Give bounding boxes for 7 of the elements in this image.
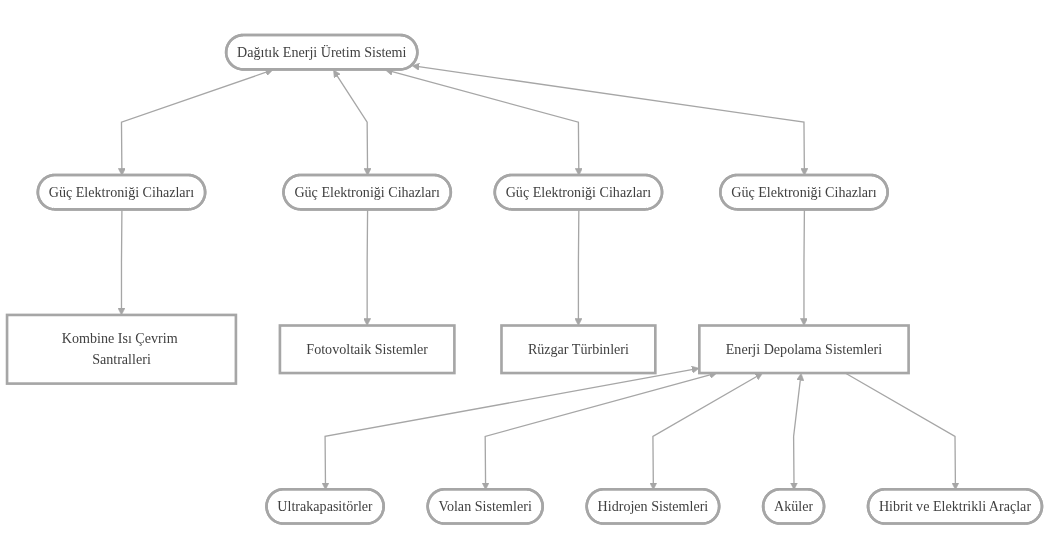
node-box: Rüzgar Türbinleri [500,324,657,375]
node-box: Kombine Isı Çevrim Santralleri [5,313,238,386]
arrow [411,63,809,176]
node-box: Fotovoltaik Sistemler [278,324,456,375]
arrow [117,209,126,316]
node-box: Enerji Depolama Sistemleri [698,324,910,375]
arrow [333,69,372,176]
